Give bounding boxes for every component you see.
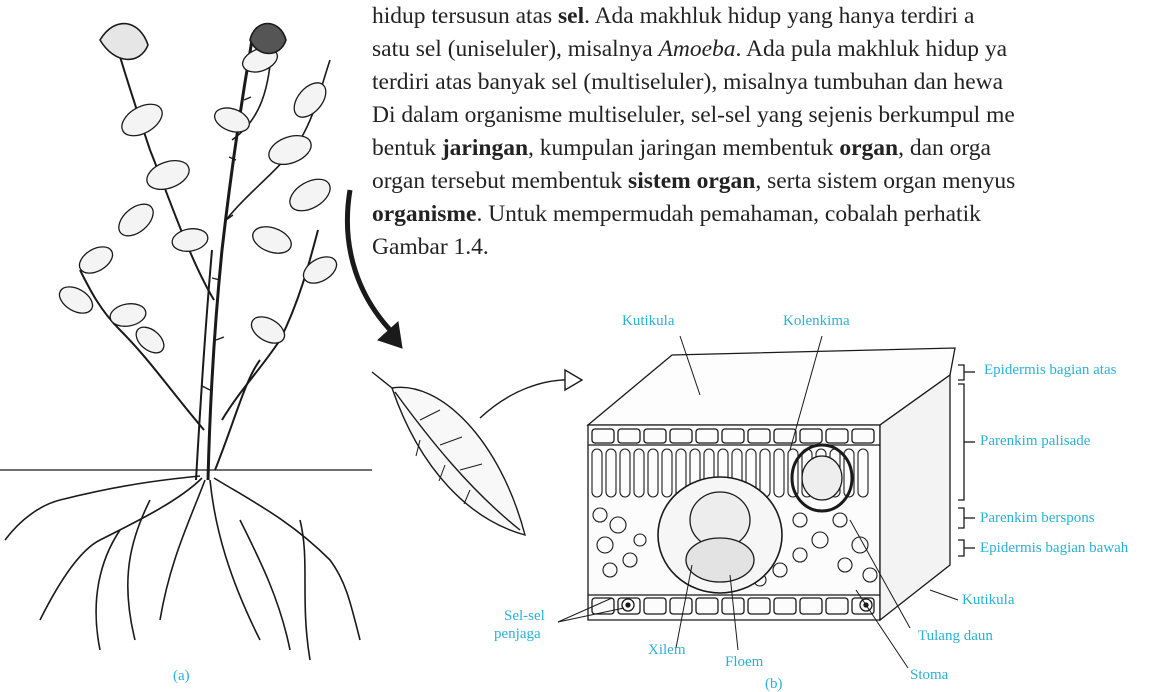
label-parenkim-berspons: Parenkim berspons <box>980 510 1095 526</box>
label-sel-sel: Sel-sel <box>504 608 545 624</box>
label-floem: Floem <box>725 654 763 670</box>
label-stoma: Stoma <box>910 667 948 683</box>
leaf-cross-section <box>558 336 975 668</box>
label-xilem: Xilem <box>648 642 686 658</box>
label-kutikula-bottom: Kutikula <box>962 592 1015 608</box>
label-kolenkima: Kolenkima <box>783 313 850 329</box>
rose-plant-illustration <box>0 24 402 661</box>
caption-a: (a) <box>173 668 190 684</box>
label-epidermis-atas: Epidermis bagian atas <box>984 362 1116 378</box>
label-kutikula-top: Kutikula <box>622 313 675 329</box>
leaf-illustration <box>372 370 582 535</box>
caption-b: (b) <box>765 676 783 692</box>
label-epidermis-bawah: Epidermis bagian bawah <box>980 540 1128 556</box>
label-parenkim-palisade: Parenkim palisade <box>980 433 1090 449</box>
label-penjaga: penjaga <box>494 626 541 642</box>
label-tulang-daun: Tulang daun <box>918 628 993 644</box>
